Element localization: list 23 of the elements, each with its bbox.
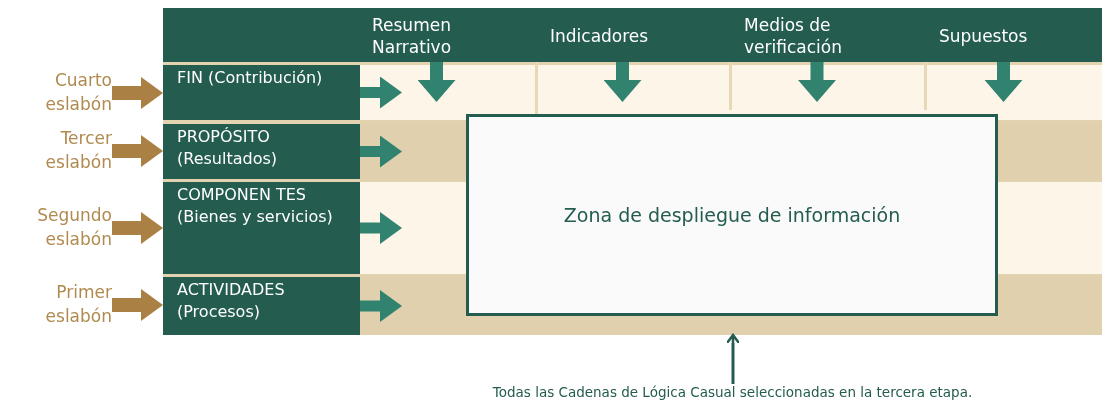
- arrow: [360, 290, 402, 322]
- row-header-cell: ACTIVIDADES (Procesos): [163, 277, 360, 335]
- note-text: Todas las Cadenas de Lógica Casual seleccionadas en la tercera etapa.: [380, 384, 1085, 406]
- arrow: [798, 62, 836, 102]
- arrow: [603, 62, 642, 102]
- row-header-cell: PROPÓSITO (Resultados): [163, 124, 360, 179]
- link-label: Cuarto eslabón: [10, 68, 112, 118]
- arrow: [112, 289, 163, 321]
- arrow: [112, 212, 163, 244]
- arrow: [984, 62, 1023, 102]
- link-label: Primer eslabón: [10, 280, 112, 330]
- arrow: [360, 76, 402, 109]
- display-zone-box: Zona de despliegue de información: [466, 114, 998, 316]
- row-header-cell: FIN (Contribución): [163, 65, 360, 120]
- arrow: [360, 212, 402, 244]
- arrow: [112, 77, 163, 109]
- link-label: Segundo eslabón: [10, 203, 112, 253]
- arrow: [112, 135, 163, 167]
- arrow: [360, 135, 402, 168]
- link-label: Tercer eslabón: [10, 126, 112, 176]
- row-header-cell: COMPONEN TES (Bienes y servicios): [163, 182, 360, 274]
- arrow: [725, 333, 741, 384]
- arrow: [417, 62, 456, 102]
